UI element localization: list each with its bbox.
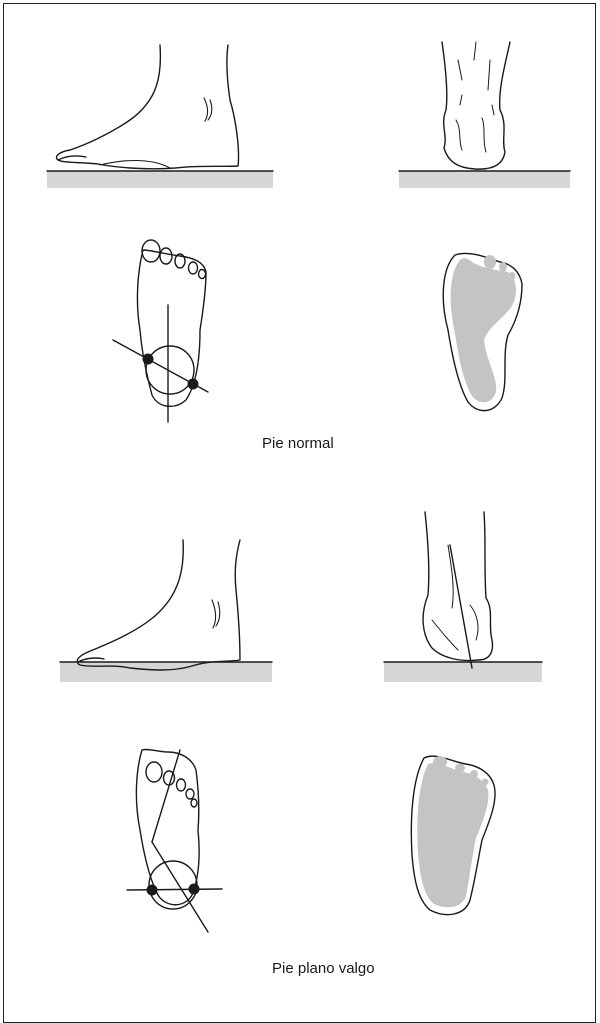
foot-diagram [0,0,600,1001]
ground-bar [399,171,570,188]
ground-bar [60,662,272,682]
valgus-footprint [411,756,495,915]
normal-rear-outline [442,42,510,169]
valgus-heel-circle [149,861,197,909]
normal-footprint [443,253,522,410]
valgus-transverse-axis [127,889,222,890]
caption-normal-foot: Pie normal [262,435,334,452]
normal-side-view [47,45,273,188]
axis-marker [147,885,158,896]
axis-marker [189,884,200,895]
valgus-print-fill [417,763,488,907]
ground-bar [47,171,273,188]
normal-print-fill [451,258,516,402]
normal-top-view [113,240,208,422]
axis-marker [188,379,199,390]
valgus-foot-outline [77,540,240,670]
normal-rear-view [399,42,570,188]
normal-heel-circle [146,346,194,394]
caption-flat-valgus-foot: Pie plano valgo [272,960,375,977]
valgus-long-axis-upper [152,750,180,842]
valgus-rear-axis [450,545,472,668]
axis-marker [143,354,154,365]
valgus-rear-view [384,512,542,682]
valgus-side-view [60,540,272,682]
ground-bar [384,662,542,682]
valgus-top-view [127,749,222,932]
